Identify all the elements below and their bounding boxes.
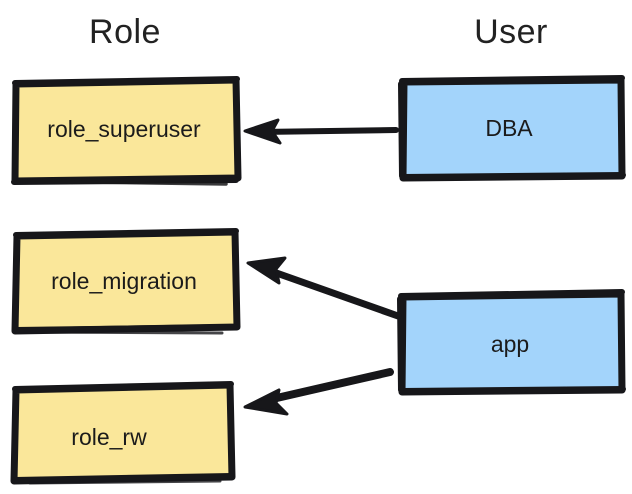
node-shape-dba[interactable] [398, 75, 626, 182]
node-role-superuser[interactable]: role_superuser [12, 78, 240, 182]
node-shape-role-migration[interactable] [11, 228, 241, 335]
column-header-role: Role [89, 13, 161, 51]
node-label-role-migration: role_migration [51, 267, 197, 294]
node-label-role-rw: role_rw [71, 423, 147, 450]
node-label-app: app [490, 330, 530, 357]
node-app[interactable]: app [396, 290, 624, 394]
node-shape-role-rw[interactable] [10, 381, 236, 485]
node-shape-app[interactable] [397, 289, 626, 396]
edge-app-to-role-migration [246, 256, 402, 320]
node-role-rw[interactable]: role_rw [10, 382, 236, 484]
node-label-dba: DBA [485, 114, 533, 141]
node-dba[interactable]: DBA [398, 76, 624, 180]
column-header-user: User [474, 13, 548, 51]
node-role-migration[interactable]: role_migration [12, 230, 240, 332]
node-label-role-superuser: role_superuser [47, 115, 201, 142]
edge-dba-to-role-superuser [243, 118, 399, 145]
edge-app-to-role-rw [243, 368, 394, 416]
node-shape-role-superuser[interactable] [11, 76, 242, 186]
